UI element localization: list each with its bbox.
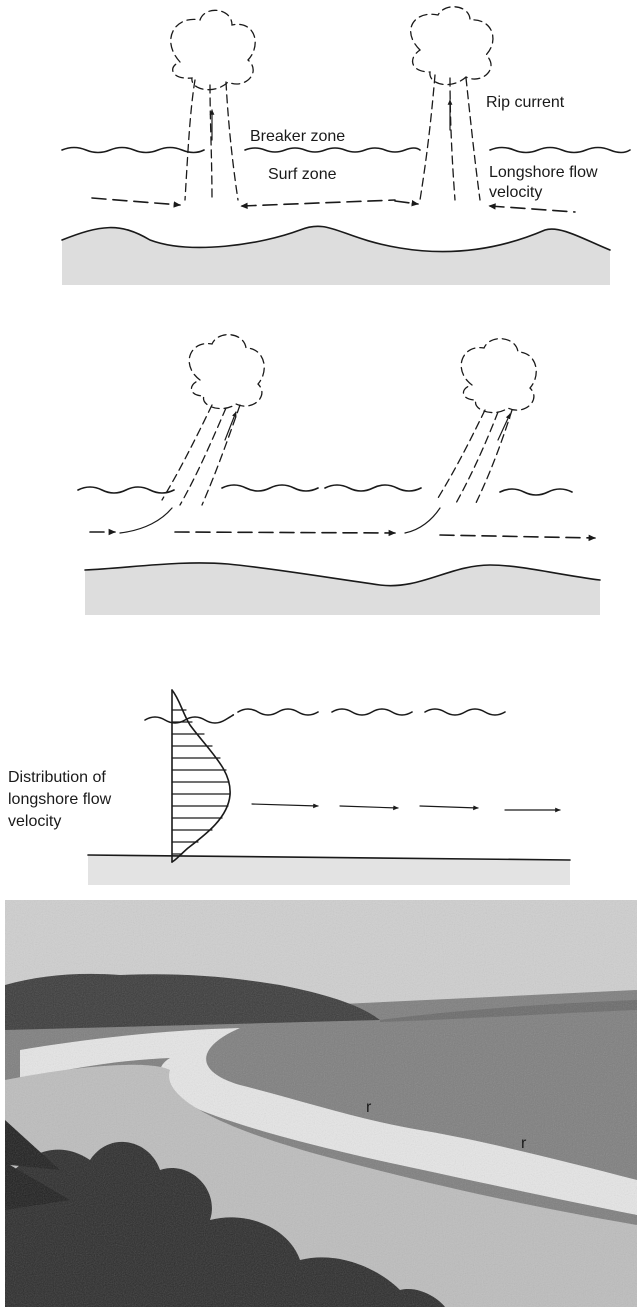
rip-head-left bbox=[171, 10, 255, 89]
rip-head-b-left bbox=[189, 335, 264, 409]
label-velocity-c: velocity bbox=[8, 813, 61, 830]
label-distribution: Distribution of bbox=[8, 769, 106, 786]
label-breaker-zone: Breaker zone bbox=[250, 128, 345, 145]
rip-head-b-right bbox=[461, 339, 536, 413]
rip-marker-2: r bbox=[521, 1135, 527, 1152]
label-surf-zone: Surf zone bbox=[268, 166, 337, 183]
panel-c-diagram: Distribution of longshore flow velocity bbox=[8, 690, 570, 885]
velocity-profile-curve bbox=[172, 690, 230, 862]
rip-marker-1: r bbox=[366, 1099, 372, 1116]
label-longshore-flow-c: longshore flow bbox=[8, 791, 112, 808]
label-longshore-flow: Longshore flow bbox=[489, 164, 598, 181]
beach-photo: r r bbox=[5, 900, 637, 1307]
label-rip-current: Rip current bbox=[486, 94, 565, 111]
velocity-profile-hatching bbox=[172, 710, 230, 854]
breaker-wave-a3 bbox=[490, 148, 630, 153]
breaker-wave-a2 bbox=[245, 148, 420, 152]
longshore-arrows-c bbox=[252, 804, 318, 806]
breaker-wave-a1 bbox=[62, 148, 204, 153]
panel-b-diagram bbox=[78, 335, 600, 615]
rip-head-right bbox=[411, 7, 493, 85]
longshore-arrows-a bbox=[92, 198, 180, 205]
panel-a-diagram: Rip current Breaker zone Surf zone Longs… bbox=[62, 7, 630, 285]
label-longshore-velocity: velocity bbox=[489, 184, 542, 201]
